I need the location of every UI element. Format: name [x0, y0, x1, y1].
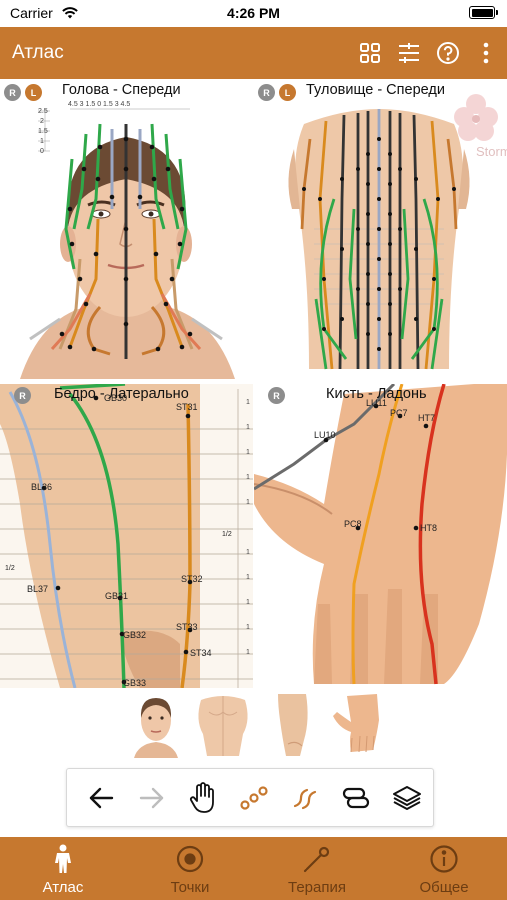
wifi-icon [62, 6, 78, 24]
grid-icon[interactable] [356, 39, 384, 67]
panel-title: Кисть - Ладонь [326, 386, 427, 402]
point-label: GB33 [123, 678, 146, 688]
point-label: LU10 [314, 430, 336, 440]
points-icon[interactable] [237, 781, 271, 815]
svg-text:1: 1 [246, 599, 250, 606]
status-bar: Carrier 4:26 PM [0, 0, 507, 27]
tab-general[interactable]: Общее [381, 837, 507, 900]
atlas-panel-head-front[interactable]: 4.5 3 1.5 0 1.5 3 4.5 2.5 2 1.5 1 0 [0, 79, 253, 383]
forward-arrow-icon[interactable] [135, 781, 169, 815]
link-icon[interactable] [339, 781, 373, 815]
filter-lines-icon[interactable] [395, 39, 423, 67]
svg-text:2: 2 [40, 118, 44, 125]
point-label: BL37 [27, 584, 48, 594]
svg-text:1: 1 [246, 549, 250, 556]
point-label: ST34 [190, 648, 212, 658]
badge-right[interactable]: R [4, 84, 21, 101]
point-label: HT7 [418, 413, 435, 423]
atlas-toolbar [66, 768, 434, 827]
layers-icon[interactable] [390, 781, 424, 815]
point-label: ST31 [176, 402, 198, 412]
panel-title: Голова - Спереди [62, 82, 181, 98]
point-label: PC7 [390, 408, 408, 418]
help-icon[interactable] [434, 39, 462, 67]
target-icon [127, 843, 253, 875]
panel-title: Туловище - Спереди [306, 82, 445, 98]
needle-icon [254, 843, 380, 875]
svg-text:1: 1 [246, 624, 250, 631]
battery-icon [469, 6, 498, 19]
svg-text:1: 1 [246, 474, 250, 481]
watermark-text: Storm [476, 144, 507, 159]
point-label: ST33 [176, 622, 198, 632]
badge-right[interactable]: R [268, 387, 285, 404]
tab-atlas[interactable]: Атлас [0, 837, 126, 900]
point-label: GB30 [104, 393, 127, 403]
svg-text:1: 1 [40, 138, 44, 145]
point-label: ST32 [181, 574, 203, 584]
panel-title: Бедро - Латерально [54, 386, 189, 402]
svg-text:1: 1 [246, 424, 250, 431]
more-vertical-icon[interactable] [472, 39, 500, 67]
point-label: LU11 [366, 398, 387, 408]
tab-bar: Атлас Точки Терапия Общее [0, 837, 507, 900]
tab-therapy[interactable]: Терапия [254, 837, 380, 900]
svg-text:1: 1 [246, 574, 250, 581]
svg-text:1: 1 [246, 649, 250, 656]
tab-label: Общее [419, 879, 469, 896]
svg-text:2.5: 2.5 [38, 108, 48, 115]
atlas-panel-torso-front[interactable]: R L Туловище - Спереди Storm [254, 79, 507, 383]
atlas-panel-thigh-lateral[interactable]: 1 1 1 1 1 1 1 1 1 1 GB30 ST31 BL36 BL37 ST32 GB3… [0, 384, 253, 688]
point-label: PC8 [344, 519, 362, 529]
nav-bar: Атлас [0, 27, 507, 79]
point-label: BL36 [31, 482, 52, 492]
back-arrow-icon[interactable] [84, 781, 118, 815]
tab-label: Точки [170, 879, 210, 896]
svg-text:1.5: 1.5 [38, 128, 48, 135]
watermark-flower-icon [454, 94, 498, 141]
atlas-panel-hand-palm[interactable]: LU11 PC7 HT7 LU10 PC8 HT8 R Кисть - Ладо… [254, 384, 507, 688]
tab-label: Атлас [42, 879, 84, 896]
badge-right[interactable]: R [14, 387, 31, 404]
info-icon [381, 843, 507, 875]
ruler-label: 1/2 [5, 565, 15, 572]
svg-text:1: 1 [246, 449, 250, 456]
svg-text:1: 1 [246, 399, 250, 406]
ruler-label: 1/2 [222, 531, 232, 538]
hand-thumbnail[interactable] [333, 690, 393, 758]
thigh-thumbnail[interactable] [266, 690, 326, 758]
badge-left[interactable]: L [25, 84, 42, 101]
torso-thumbnail[interactable] [193, 690, 253, 758]
point-label: GB31 [105, 591, 128, 601]
ruler-top-labels: 4.5 3 1.5 0 1.5 3 4.5 [68, 101, 130, 108]
svg-text:0: 0 [40, 148, 44, 155]
tab-label: Терапия [288, 879, 346, 896]
face-thumbnail[interactable] [126, 690, 186, 758]
status-time: 4:26 PM [227, 5, 280, 21]
meridian-icon[interactable] [288, 781, 322, 815]
svg-text:1: 1 [246, 499, 250, 506]
point-label: GB32 [123, 630, 146, 640]
badge-right[interactable]: R [258, 84, 275, 101]
nav-title: Атлас [12, 42, 64, 63]
tab-points[interactable]: Точки [127, 837, 253, 900]
carrier-label: Carrier [10, 5, 53, 21]
point-label: HT8 [420, 523, 437, 533]
person-icon [0, 843, 126, 875]
badge-left[interactable]: L [279, 84, 296, 101]
hand-icon[interactable] [186, 781, 220, 815]
